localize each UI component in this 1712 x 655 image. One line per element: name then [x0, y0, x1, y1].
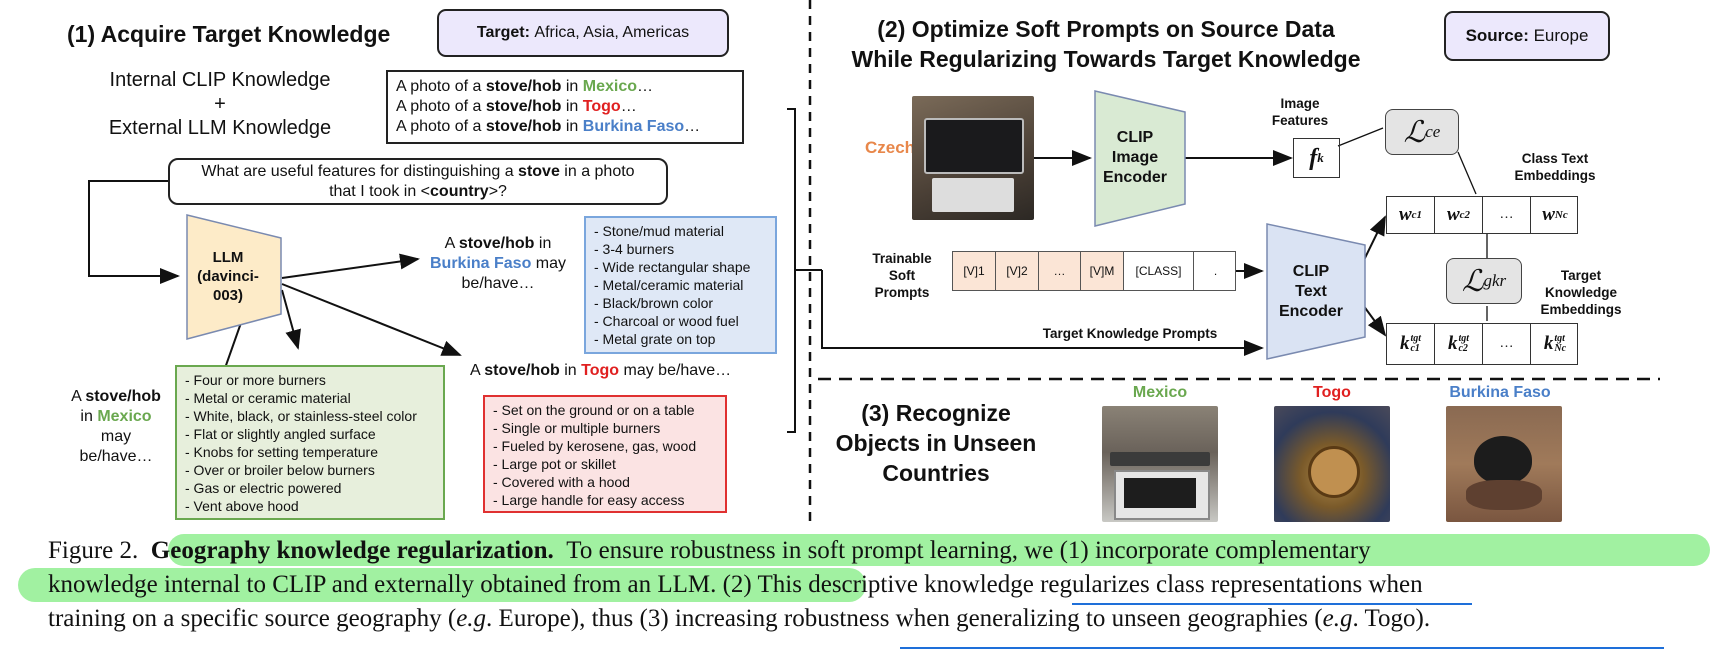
token-period: . [1213, 264, 1218, 278]
plus-sign: + [214, 93, 226, 115]
caption-line-1: Figure 2. Geography knowledge regulariza… [48, 537, 1371, 564]
feature-item: - Vent above hood [185, 498, 299, 514]
underline-mark-2 [900, 647, 1664, 649]
feature-item: - Set on the ground or on a table [493, 402, 695, 418]
burkina-stove-photo [1446, 406, 1562, 522]
token-v1: [V]1 [953, 252, 996, 290]
feature-item: - Four or more burners [185, 372, 326, 388]
feature-item: - Covered with a hood [493, 474, 630, 490]
togo-features-box: - Set on the ground or on a table - Singl… [483, 395, 727, 513]
feature-item: - Metal grate on top [594, 331, 716, 347]
burkina-intro: A stove/hob in Burkina Faso may be/have… [429, 235, 567, 292]
feature-item: - Large pot or skillet [493, 456, 616, 472]
feature-item: - Metal/ceramic material [594, 277, 744, 293]
highlight-mark-2 [18, 568, 866, 602]
panel2-title: (2) Optimize Soft Prompts on Source Data… [851, 16, 1361, 72]
highlight-mark [168, 534, 1710, 566]
feature-item: - Black/brown color [594, 295, 714, 311]
token-vm: [V]M [1081, 252, 1124, 290]
prompt-mexico: A photo of a stove/hob in Mexico… [396, 78, 654, 95]
target-value: Africa, Asia, Americas [534, 24, 690, 41]
feature-item: - White, black, or stainless-steel color [185, 408, 417, 424]
source-box: Source: Europe [1444, 11, 1610, 61]
feature-item: - Metal or ceramic material [185, 390, 351, 406]
llm-question-box: What are useful features for distinguish… [168, 158, 668, 205]
token-class: [CLASS] [1124, 252, 1194, 290]
caption-line-2: knowledge internal to CLIP and externall… [48, 571, 1423, 598]
clip-text-encoder [1266, 223, 1366, 360]
togo-label: Togo [1313, 384, 1351, 401]
burkina-features-box: - Stone/mud material - 3-4 burners - Wide … [584, 216, 777, 354]
prompt-togo: A photo of a stove/hob in Togo… [396, 98, 637, 115]
feature-item: - Large handle for easy access [493, 492, 685, 508]
internal-knowledge: Internal CLIP Knowledge [109, 69, 331, 91]
target-label: Target: [476, 24, 530, 41]
underline-mark-1 [1072, 603, 1472, 605]
llm-label: LLM(davinci-003) [197, 249, 259, 304]
feature-item: - 3-4 burners [594, 241, 675, 257]
mexico-label: Mexico [1132, 384, 1188, 401]
w-ellipsis: … [1483, 197, 1531, 233]
feature-item: - Flat or slightly angled surface [185, 426, 376, 442]
feature-item: - Charcoal or wood fuel [594, 313, 739, 329]
panel1-title: (1) Acquire Target Knowledge [67, 21, 391, 47]
clip-image-encoder [1094, 90, 1186, 227]
knowledge-sources: Internal CLIP Knowledge + External LLM K… [90, 68, 350, 140]
target-knowledge-prompts-label: Target Knowledge Prompts [1042, 326, 1218, 341]
feature-item: - Stone/mud material [594, 223, 724, 239]
mexico-stove-photo [1102, 406, 1218, 522]
burkina-label: Burkina Faso [1449, 384, 1551, 401]
feature-item: - Knobs for setting temperature [185, 444, 378, 460]
feature-item: - Over or broiler below burners [185, 462, 375, 478]
feature-item: - Gas or electric powered [185, 480, 342, 496]
mexico-intro: A stove/hob in Mexico may be/have… [71, 388, 161, 465]
external-knowledge: External LLM Knowledge [108, 117, 332, 139]
czechia-stove-photo [912, 96, 1034, 220]
country-prompts-box: A photo of a stove/hob in Mexico… A phot… [386, 70, 744, 144]
togo-intro: A stove/hob in Togo may be/have… [470, 362, 732, 379]
prompt-burkina: A photo of a stove/hob in Burkina Faso… [396, 118, 701, 135]
source-value: Europe [1533, 26, 1589, 45]
token-ellipsis: … [1039, 252, 1081, 290]
togo-stove-photo [1274, 406, 1390, 522]
figure-caption: Figure 2. Geography knowledge regulariza… [48, 534, 1430, 636]
llm-block [186, 214, 282, 340]
mexico-features-box: - Four or more burners - Metal or ceramic… [175, 365, 445, 520]
soft-prompt-row: [V]1 [V]2 … [V]M [CLASS] . [952, 251, 1236, 291]
source-label: Source: [1465, 26, 1529, 45]
token-v2: [V]2 [996, 252, 1039, 290]
caption-line-3: training on a specific source geography … [48, 605, 1431, 632]
k-ellipsis: … [1483, 324, 1531, 364]
feature-item: - Wide rectangular shape [594, 259, 751, 275]
target-box: Target: Africa, Asia, Americas [437, 9, 729, 57]
feature-item: - Single or multiple burners [493, 420, 661, 436]
feature-item: - Fueled by kerosene, gas, wood [493, 438, 697, 454]
